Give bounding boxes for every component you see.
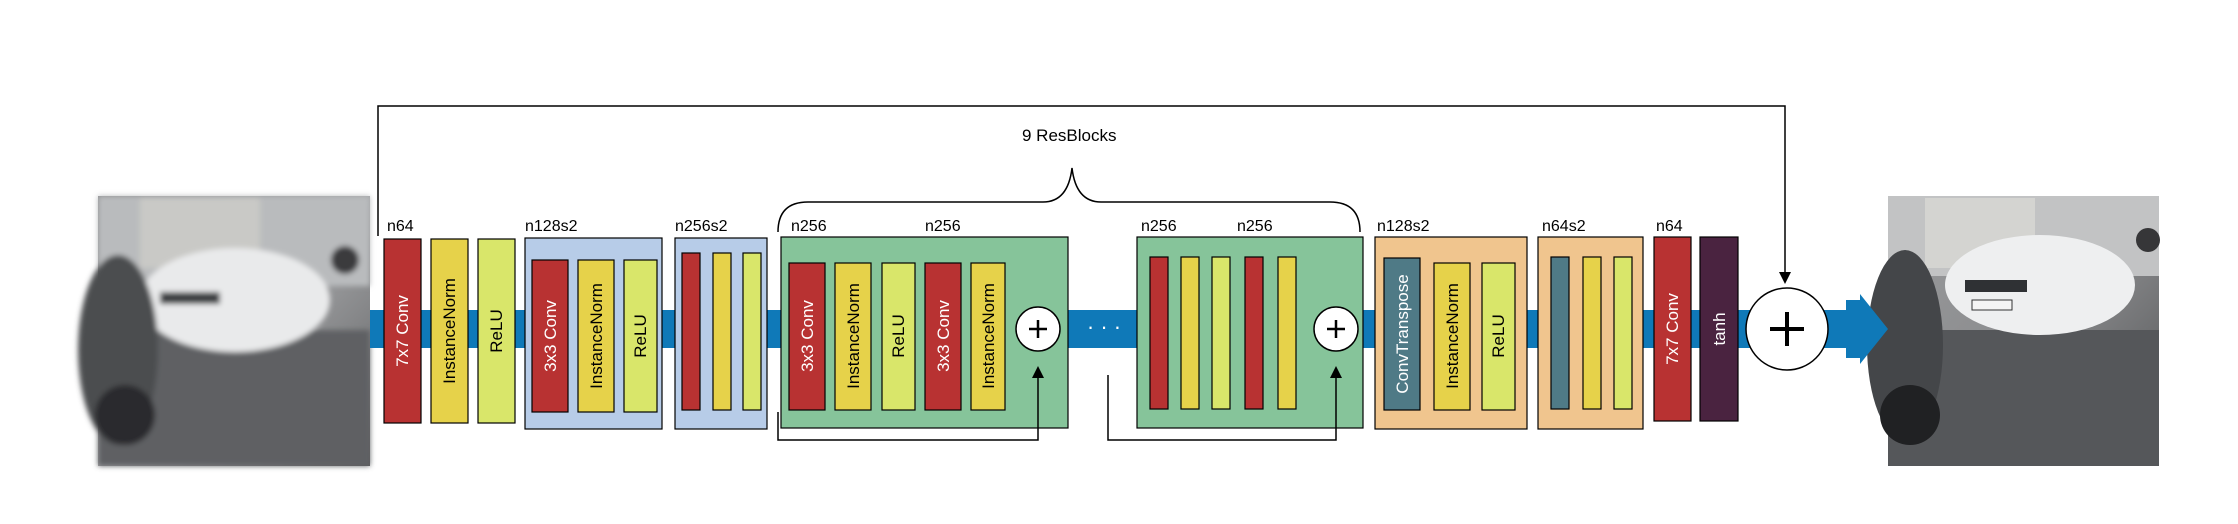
instancenorm-down1-label: InstanceNorm bbox=[587, 283, 606, 389]
resblocks-ellipsis: · · · bbox=[1087, 314, 1121, 339]
res1-skip-arrowhead bbox=[1032, 366, 1044, 378]
convtranspose-up2-bar bbox=[1550, 256, 1570, 410]
res-instancenorm-b-bar bbox=[970, 262, 1006, 411]
group-label-n128s2-down: n128s2 bbox=[525, 218, 578, 235]
group-label-res1-b: n256 bbox=[925, 218, 961, 235]
res-relu-label: ReLU bbox=[889, 314, 908, 357]
conv7x7-first-bar bbox=[383, 238, 422, 424]
instancenorm-up1-bar bbox=[1433, 262, 1471, 411]
relu-1-bar bbox=[477, 238, 516, 424]
tanh-bar bbox=[1699, 236, 1739, 422]
tanh-label: tanh bbox=[1710, 312, 1729, 345]
group-label-n64-first: n64 bbox=[387, 218, 414, 235]
res-instancenorm-a-bar bbox=[834, 262, 872, 411]
relu-down1-label: ReLU bbox=[631, 314, 650, 357]
res-conv-a-label: 3x3 Conv bbox=[798, 300, 817, 372]
res9-instancenorm-b-bar bbox=[1277, 256, 1297, 410]
relu-up1-bar bbox=[1481, 262, 1516, 411]
output-arrow bbox=[1846, 294, 1888, 364]
instancenorm-up2-bar bbox=[1582, 256, 1602, 410]
output-deblurred-image bbox=[1867, 196, 2160, 466]
instancenorm-1-label: InstanceNorm bbox=[440, 278, 459, 384]
res-relu-bar bbox=[881, 262, 916, 411]
conv-down2-bar bbox=[681, 252, 701, 411]
relu-up1-label: ReLU bbox=[1489, 314, 1508, 357]
group-label-n64-last: n64 bbox=[1656, 218, 1683, 235]
res-instancenorm-b-label: InstanceNorm bbox=[979, 283, 998, 389]
resblocks-brace bbox=[777, 167, 1361, 233]
conv3x3-down1-bar bbox=[531, 259, 569, 413]
res9-conv-a-bar bbox=[1149, 256, 1169, 410]
global-skip-arrowhead bbox=[1779, 272, 1791, 284]
res-conv-b-label: 3x3 Conv bbox=[934, 300, 953, 372]
res9-skip-line bbox=[1107, 374, 1337, 441]
conv3x3-down1-label: 3x3 Conv bbox=[541, 300, 560, 372]
group-label-n256s2: n256s2 bbox=[675, 218, 728, 235]
res1-add-node bbox=[1015, 306, 1061, 352]
res9-add-node bbox=[1313, 306, 1359, 352]
conv7x7-first-label: 7x7 Conv bbox=[393, 295, 412, 367]
convtranspose-bar bbox=[1383, 257, 1421, 411]
res9-conv-b-bar bbox=[1244, 256, 1264, 410]
instancenorm-1-bar bbox=[430, 238, 469, 424]
relu-1-label: ReLU bbox=[487, 309, 506, 352]
group-label-n64s2: n64s2 bbox=[1542, 218, 1586, 235]
group-label-n128s2-up: n128s2 bbox=[1377, 218, 1430, 235]
conv7x7-last-label: 7x7 Conv bbox=[1663, 293, 1682, 365]
res9-instancenorm-a-bar bbox=[1180, 256, 1200, 410]
instancenorm-up1-label: InstanceNorm bbox=[1443, 283, 1462, 389]
res9-skip-arrowhead bbox=[1330, 366, 1342, 378]
res1-skip-line bbox=[777, 374, 1039, 441]
instancenorm-down1-bar bbox=[577, 259, 615, 413]
res9-relu-bar bbox=[1211, 256, 1231, 410]
relu-down1-bar bbox=[623, 259, 658, 413]
global-skip-connection bbox=[377, 105, 1786, 282]
input-blurred-image bbox=[78, 196, 370, 466]
convtranspose-label: ConvTranspose bbox=[1393, 274, 1412, 393]
group-label-res9-a: n256 bbox=[1141, 218, 1177, 235]
group-label-res9-b: n256 bbox=[1237, 218, 1273, 235]
resblocks-title: 9 ResBlocks bbox=[1022, 126, 1117, 145]
group-label-res1-a: n256 bbox=[791, 218, 827, 235]
res-conv-b-bar bbox=[924, 262, 962, 411]
relu-up2-bar bbox=[1613, 256, 1633, 410]
res-conv-a-bar bbox=[788, 262, 826, 411]
res-instancenorm-a-label: InstanceNorm bbox=[844, 283, 863, 389]
instancenorm-down2-bar bbox=[712, 252, 732, 411]
global-add-node bbox=[1745, 287, 1829, 371]
conv7x7-last-bar bbox=[1653, 236, 1692, 422]
relu-down2-bar bbox=[742, 252, 762, 411]
